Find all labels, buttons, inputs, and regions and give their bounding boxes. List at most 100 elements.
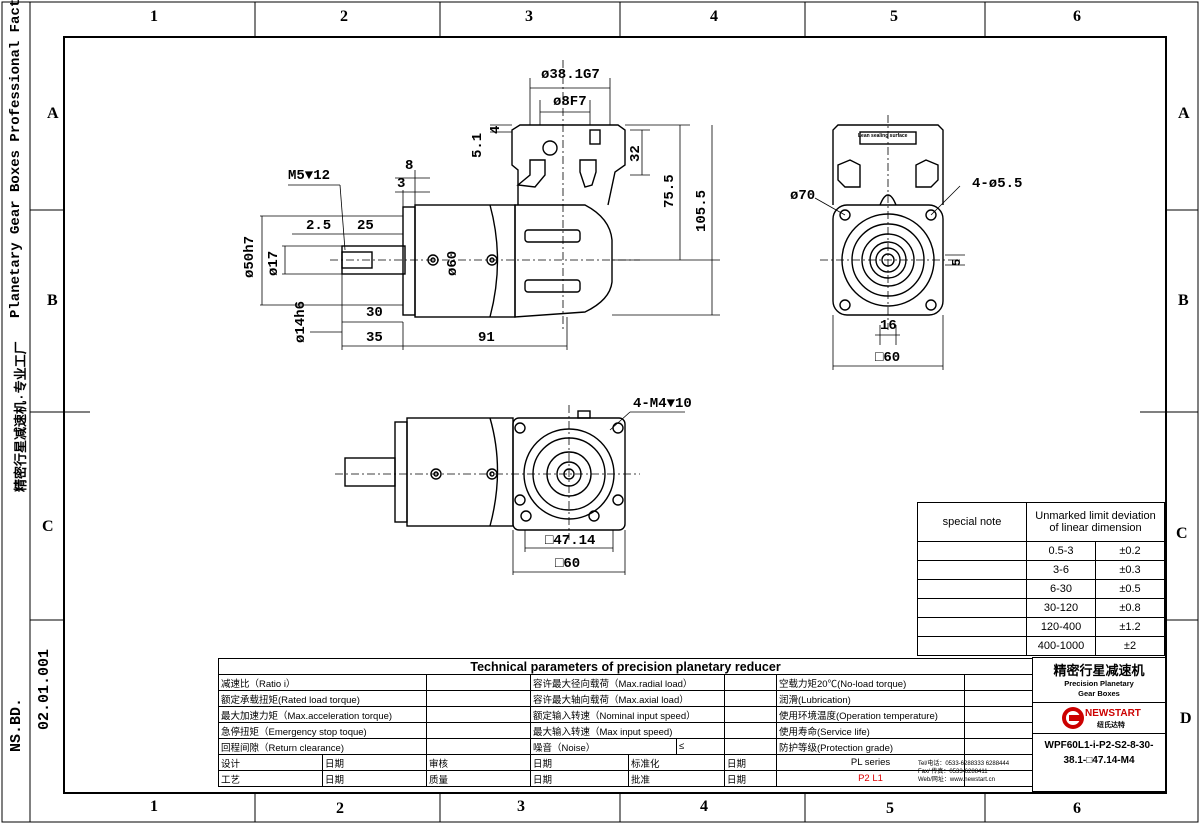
logo-text: NEWSTART (1085, 708, 1141, 719)
sign-label: 设计 (218, 754, 323, 771)
contact-block: Tel/电话：0533-6288333 6288444 Fax/ 传真：0533… (918, 760, 1032, 784)
model-line2: 38.1-□47.14-M4 (1063, 755, 1135, 766)
dim-5: 5 (950, 258, 964, 266)
sign-label: 日期 (322, 770, 427, 787)
deviation-cell: ±0.8 (1095, 598, 1165, 618)
company-en-line1: Precision Planetary (1064, 679, 1134, 688)
deviation-cell: ±1.2 (1095, 617, 1165, 637)
company-cn-title: 精密行星减速机 (1053, 663, 1145, 678)
tolerance-header: Unmarked limit deviation of linear dimen… (1026, 502, 1165, 542)
contact-web: Web/网址：www.newstart.cn (918, 777, 995, 783)
zone-row-c-right: C (1176, 525, 1188, 542)
dim-m5-thread: M5▼12 (288, 168, 331, 184)
model-line1: WPF60L1-i-P2-S2-8-30- (1044, 740, 1154, 751)
company-en-line2: Gear Boxes (1078, 689, 1120, 698)
dim-square-47-14: □47.14 (545, 533, 596, 549)
param-label: 防护等级(Protection grade) (776, 738, 965, 755)
dim-4: 4 (488, 125, 504, 134)
table-row: 设计日期 审核日期 标准化日期 PL series (218, 754, 1034, 771)
sign-label: 批准 (628, 770, 725, 787)
dim-50h7: ø50h7 (242, 235, 258, 278)
dim-14h6: ø14h6 (293, 300, 309, 343)
range-cell: 0.5-3 (1026, 541, 1096, 561)
zone-col-1-bottom: 1 (150, 798, 158, 815)
dim-70-pcd: ø70 (790, 188, 816, 204)
zone-col-6-bottom: 6 (1073, 800, 1081, 817)
sign-label: 标准化 (628, 754, 725, 771)
dim-60-dia: ø60 (445, 250, 461, 276)
dim-square-60-top: □60 (555, 556, 581, 572)
logo-icon (1062, 707, 1084, 729)
dim-30: 30 (366, 305, 383, 321)
sign-label: 日期 (724, 770, 777, 787)
dim-5-1: 5.1 (470, 132, 486, 158)
table-row: 3-6±0.3 (917, 560, 1165, 580)
zone-row-d-right: D (1180, 710, 1192, 727)
zone-row-b-right: B (1178, 292, 1189, 309)
deviation-cell: ±2 (1095, 636, 1165, 656)
table-row: 0.5-3±0.2 (917, 541, 1165, 561)
contact-tel: Tel/电话：0533-6288333 6288444 (918, 761, 1010, 767)
table-row: 400-1000±2 (917, 636, 1165, 656)
sign-label: 日期 (530, 770, 629, 787)
tolerance-table: special note Unmarked limit deviation of… (917, 502, 1165, 656)
zone-col-6: 6 (1073, 8, 1081, 25)
zone-row-a-right: A (1178, 105, 1190, 122)
drawing-number: 02.01.001 (36, 648, 53, 730)
zone-col-3: 3 (525, 8, 533, 25)
table-row: 最大加速力矩（Max.acceleration torque) 额定输入转速（N… (218, 706, 1034, 723)
range-cell: 400-1000 (1026, 636, 1096, 656)
zone-col-4: 4 (710, 8, 718, 25)
param-label: 容许最大径向载荷（Max.radial load） (530, 674, 725, 691)
drawing-number-prefix: NS.BD. (8, 697, 25, 752)
table-row: 减速比（Ratio i） 容许最大径向载荷（Max.radial load） 空… (218, 674, 1034, 691)
sign-label: 审核 (426, 754, 531, 771)
dim-8: 8 (405, 158, 414, 174)
dim-35: 35 (366, 330, 383, 346)
company-title-block: 精密行星减速机 Precision Planetary Gear Boxes N… (1032, 657, 1166, 792)
dim-32: 32 (628, 145, 644, 162)
deviation-cell: ±0.2 (1095, 541, 1165, 561)
sign-label: 质量 (426, 770, 531, 787)
zone-col-2-bottom: 2 (336, 800, 344, 817)
sign-label: 工艺 (218, 770, 323, 787)
zone-col-5: 5 (890, 8, 898, 25)
dim-25: 25 (357, 218, 374, 234)
dim-4-m4-holes: 4-M4▼10 (633, 396, 692, 412)
zone-col-2: 2 (340, 8, 348, 25)
dim-8f7: ø8F7 (553, 94, 587, 110)
param-label: 空载力矩20℃(No-load torque) (776, 674, 965, 691)
table-row: 回程间隙（Return clearance) 噪音（Noise）≤ 防护等级(P… (218, 738, 1034, 755)
param-label: 容许最大轴向载荷（Max.axial load） (530, 690, 725, 707)
table-row: 6-30±0.5 (917, 579, 1165, 599)
deviation-cell: ±0.5 (1095, 579, 1165, 599)
range-cell: 6-30 (1026, 579, 1096, 599)
parameters-table: Technical parameters of precision planet… (217, 658, 1034, 787)
dim-38g7: ø38.1G7 (541, 67, 600, 83)
zone-row-a: A (47, 105, 59, 122)
left-vertical-cn: 精密行星减速机·专业工厂 (14, 341, 29, 492)
zone-col-5-bottom: 5 (886, 800, 894, 817)
dim-16: 16 (880, 318, 897, 334)
zone-row-c: C (42, 518, 54, 535)
param-label: 回程间隙（Return clearance) (218, 738, 427, 755)
param-label: 噪音（Noise） (530, 738, 677, 755)
param-value: ≤ (676, 738, 725, 755)
sign-label: 日期 (724, 754, 777, 771)
table-row: 额定承载扭矩(Rated load torque) 容许最大轴向载荷（Max.a… (218, 690, 1034, 707)
logo-cn-text: 纽氏达特 (1097, 722, 1125, 729)
special-note: special note (917, 502, 1027, 542)
table-row: 急停扭矩（Emergency stop toque) 最大输入转速（Max in… (218, 722, 1034, 739)
tolerance-header-line2: of linear dimension (1049, 522, 1142, 534)
dim-91: 91 (478, 330, 495, 346)
param-label: 使用寿命(Service life) (776, 722, 965, 739)
table-row: 30-120±0.8 (917, 598, 1165, 618)
dim-17: ø17 (266, 250, 282, 276)
param-label: 减速比（Ratio i） (218, 674, 427, 691)
parameters-title: Technical parameters of precision planet… (217, 658, 1034, 675)
dim-square-60: □60 (875, 350, 901, 366)
sign-label: 日期 (530, 754, 629, 771)
contact-fax: Fax/ 传真：0533-6288411 (918, 769, 988, 775)
zone-col-1: 1 (150, 8, 158, 25)
